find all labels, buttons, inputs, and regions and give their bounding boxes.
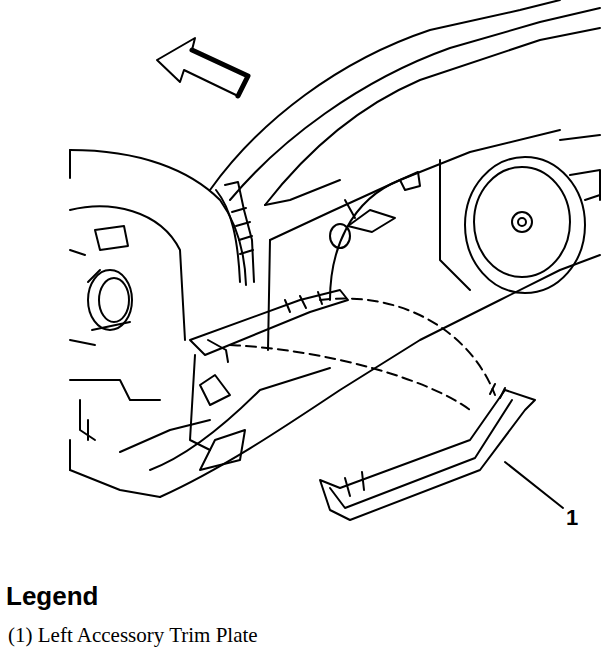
legend-entry: (1) Left Accessory Trim Plate xyxy=(8,624,258,647)
callout-number: 1 xyxy=(566,506,578,530)
legend-heading: Legend xyxy=(6,582,98,611)
